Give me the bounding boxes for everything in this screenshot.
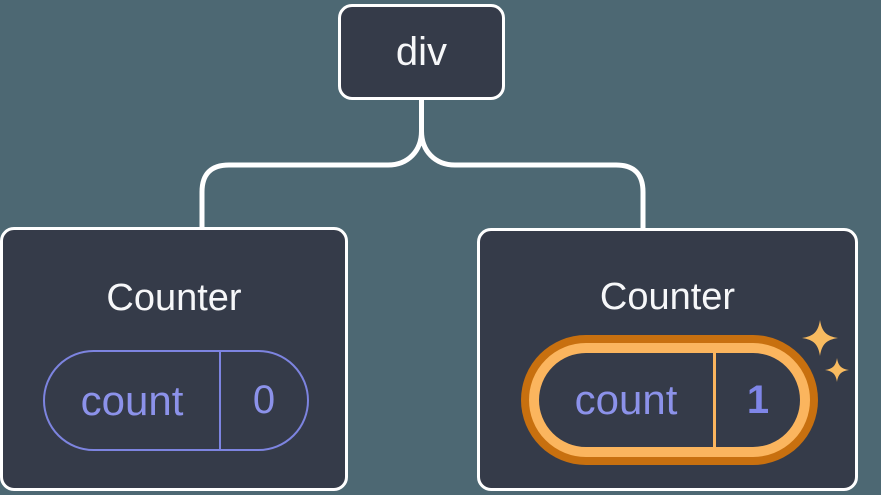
tree-node-div: div	[338, 4, 505, 100]
state-pill: count 0	[43, 350, 309, 451]
root-node-label: div	[395, 29, 448, 74]
sparkles-icon	[802, 320, 849, 382]
state-pill-divider	[219, 352, 221, 449]
state-pill-divider	[713, 353, 716, 447]
state-value: 0	[252, 378, 276, 422]
state-key: count	[574, 376, 678, 423]
state-key: count	[80, 376, 184, 424]
tree-node-counter-1: Counter count 0	[0, 227, 348, 491]
component-title: Counter	[106, 277, 242, 319]
state-pill-highlighted: count 1	[529, 343, 810, 457]
component-title: Counter	[599, 276, 736, 318]
tree-node-counter-2: Counter count 1	[477, 228, 858, 491]
state-value: 1	[746, 377, 770, 422]
